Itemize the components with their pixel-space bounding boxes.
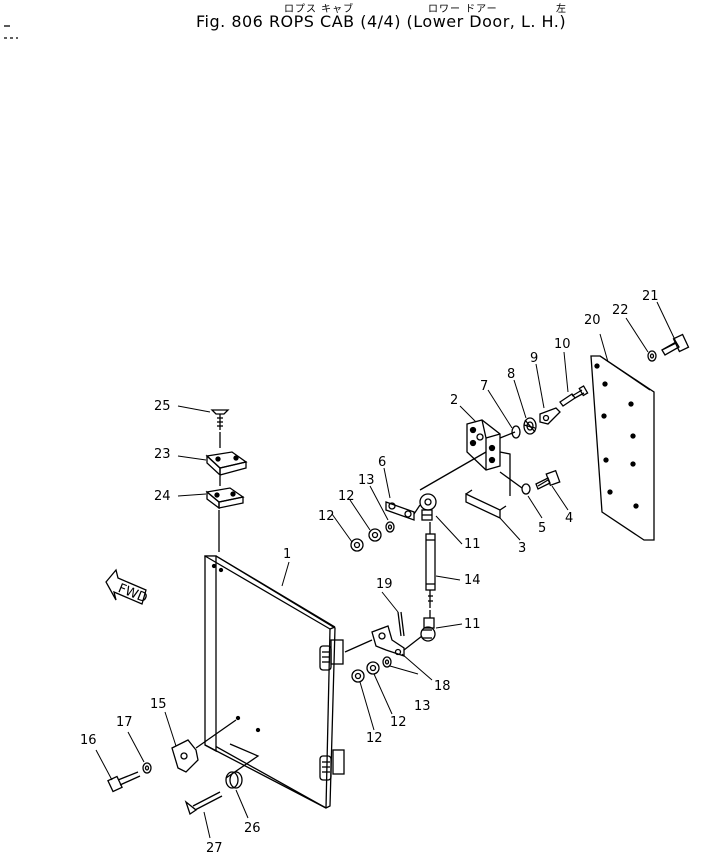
nut-12-upper-b [350,538,364,552]
upper-hinge [319,639,344,671]
callout-2: 2 [450,393,458,408]
washer-22 [647,350,657,362]
washer-17 [142,762,152,774]
rod-14 [425,522,436,608]
bracket-18 [371,625,405,657]
pin-19 [397,611,405,637]
callout-15: 15 [150,697,167,712]
callout-numbers: 1 2 3 4 5 6 7 8 9 10 11 11 12 12 12 12 1… [80,289,659,856]
plate-3 [465,451,511,520]
callout-27: 27 [206,841,223,856]
callout-1: 1 [283,547,291,562]
washer-13-lower [382,656,392,668]
link-6 [385,501,415,521]
plate-24 [205,487,245,510]
callout-12-d: 12 [390,715,407,730]
jp-lower-door: ロワー ドアー [428,4,498,15]
callout-17: 17 [116,715,133,730]
callout-22: 22 [612,303,629,318]
callout-19: 19 [376,577,393,592]
bracket-2 [466,419,501,471]
leader [403,635,423,651]
callout-18: 18 [434,679,451,694]
bolt-21 [661,333,690,356]
leader [225,743,260,779]
callout-26: 26 [244,821,261,836]
ball-joint-lower [420,617,436,642]
nut-12-upper-a [368,528,382,542]
callout-25: 25 [154,399,171,414]
callout-12-a: 12 [338,489,355,504]
rubber-cushion-26 [225,771,243,789]
screw-25 [210,409,230,430]
callout-12-c: 12 [366,731,383,746]
washer-13-upper [385,521,395,533]
leader [344,639,373,653]
callout-13-lower: 13 [414,699,431,714]
callout-14: 14 [464,573,481,588]
jp-rops-cab: ロプス キャブ [284,4,355,15]
bracket-15 [171,719,237,773]
callout-10: 10 [554,337,571,352]
spring-washer-8 [523,417,537,435]
callout-8: 8 [507,367,515,382]
callout-9: 9 [530,351,538,366]
leader [499,471,523,489]
washer-7 [511,425,521,439]
plate-23 [205,451,248,477]
nut-11-upper [421,509,433,521]
striker-9 [539,407,561,425]
bolt-4 [535,469,561,490]
callout-3: 3 [518,541,526,556]
plate-20 [590,355,655,541]
washer-5 [521,483,531,495]
callout-12-b: 12 [318,509,335,524]
callout-leaders [95,301,677,839]
callout-7: 7 [480,379,488,394]
lower-hinge [319,749,345,781]
callout-16: 16 [80,733,97,748]
fwd-label: FWD [116,581,150,606]
callout-5: 5 [538,521,546,536]
callout-13-upper: 13 [358,473,375,488]
nut-12-lower-a [366,661,380,675]
callout-11-upper: 11 [464,537,481,552]
bolt-16 [107,771,141,793]
fwd-arrow-icon [105,568,147,605]
callout-4: 4 [565,511,573,526]
figure-title: Fig. 806 ROPS CAB (4/4) (Lower Door, L. … [196,12,567,31]
lower-door-panel [204,555,336,809]
callout-21: 21 [642,289,659,304]
title-block: ロプス キャブ ロワー ドアー 左 Fig. 806 ROPS CAB (4/4… [0,0,702,40]
leader [419,451,487,491]
callout-11-lower: 11 [464,617,481,632]
nut-12-lower-b [351,669,365,683]
screw-27 [184,791,223,816]
bolt-10 [559,385,589,407]
callout-6: 6 [378,455,386,470]
callout-20: 20 [584,313,601,328]
callout-23: 23 [154,447,171,462]
ball-joint-upper [413,493,437,515]
jp-left: 左 [556,4,567,15]
callout-24: 24 [154,489,171,504]
